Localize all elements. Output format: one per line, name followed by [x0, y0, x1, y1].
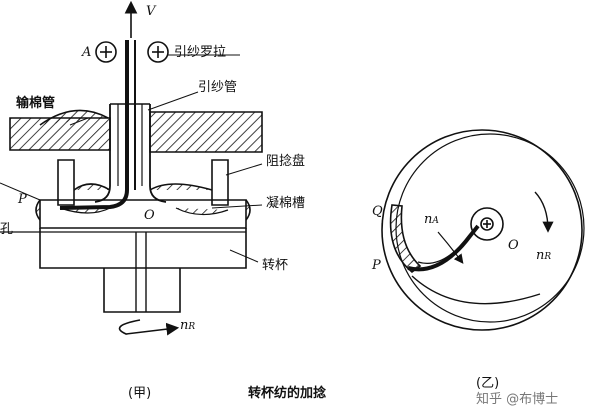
figure-title: 转杯纺的加捻 — [248, 386, 327, 401]
na-arrow — [437, 231, 464, 264]
nr-label-left: nR — [180, 318, 196, 333]
o-label-right: O — [508, 238, 519, 253]
nr-label-right: nR — [536, 248, 552, 263]
rotor-lip-right — [211, 159, 229, 206]
velocity-label: V — [146, 4, 156, 19]
rotor-label: 转杯 — [262, 258, 289, 273]
center-outer — [470, 207, 504, 241]
rotor-outer-circle — [381, 129, 583, 331]
rotation-arrow-left — [118, 319, 180, 336]
hole-label: 孔 — [0, 222, 14, 237]
o-label-left: O — [144, 208, 155, 223]
roller-left — [95, 41, 117, 63]
roller-text: 引纱罗拉 — [174, 45, 227, 60]
fiber-band — [389, 204, 422, 274]
roller-label: A — [82, 45, 92, 60]
groove-label: 凝棉槽 — [266, 196, 306, 211]
top-housing — [9, 117, 111, 151]
right-figure — [381, 129, 585, 331]
q-label: Q — [372, 204, 383, 219]
watermark: 知乎 @布博士 — [476, 392, 559, 407]
twist-disc-label: 阻捻盘 — [266, 154, 306, 169]
p-label-right: P — [372, 258, 381, 273]
nr-arrow — [534, 191, 554, 233]
yarn — [59, 40, 129, 210]
caption-left: (甲) — [128, 386, 152, 401]
rotor-lip-left — [57, 159, 75, 206]
draw-tube-label: 引纱管 — [198, 80, 238, 95]
na-label: nA — [424, 212, 439, 227]
p-label-left: P — [18, 192, 27, 207]
feed-tube-label: 输棉管 — [16, 96, 56, 111]
caption-right: (乙) — [476, 376, 500, 391]
yarn-right — [407, 224, 480, 272]
rotor-shaft — [103, 268, 181, 313]
draw-tube — [94, 104, 167, 203]
center-inner — [480, 217, 494, 231]
roller-right — [147, 41, 169, 63]
left-figure — [0, 0, 263, 336]
